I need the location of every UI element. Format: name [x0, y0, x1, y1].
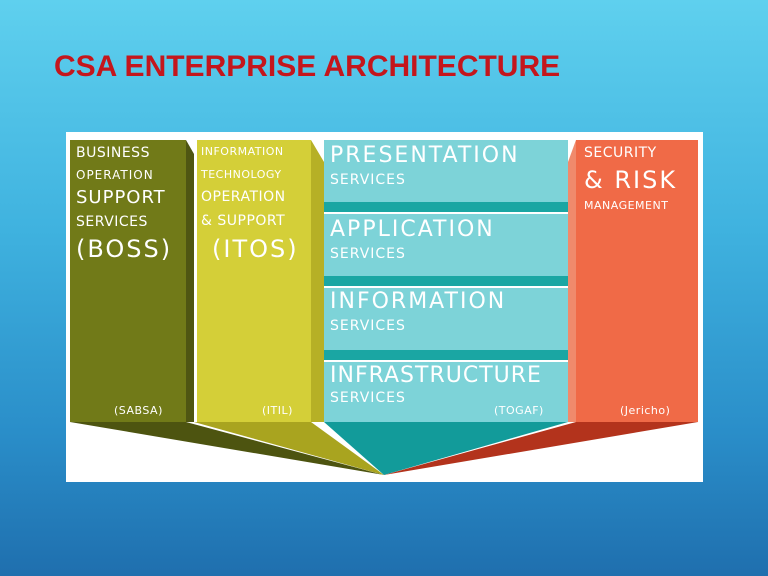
boss-line-3: SUPPORT — [76, 187, 166, 208]
slide-title: CSA ENTERPRISE ARCHITECTURE — [54, 50, 561, 83]
diagram-shapes — [70, 140, 698, 475]
boss-column — [70, 140, 186, 422]
boss-funnel — [70, 422, 384, 475]
boss-line-2: OPERATION — [76, 168, 154, 182]
itos-line-3: OPERATION — [201, 189, 286, 205]
information-block — [324, 288, 568, 350]
itos-side — [311, 140, 324, 422]
application-block — [324, 214, 568, 276]
security-side — [568, 140, 576, 422]
itos-line-5: (ITOS) — [212, 235, 299, 263]
infrastructure-title: INFRASTRUCTURE — [330, 363, 542, 388]
architecture-diagram: BUSINESS OPERATION SUPPORT SERVICES (BOS… — [66, 132, 703, 482]
itos-framework: (ITIL) — [262, 404, 293, 417]
itos-line-4: & SUPPORT — [201, 213, 286, 229]
presentation-sub: SERVICES — [330, 172, 406, 188]
presentation-block — [324, 140, 568, 202]
boss-framework: (SABSA) — [114, 404, 163, 417]
security-framework: (Jericho) — [620, 404, 671, 417]
presentation-shadow — [324, 202, 568, 212]
information-sub: SERVICES — [330, 318, 406, 334]
application-title: APPLICATION — [330, 217, 495, 242]
information-title: INFORMATION — [330, 289, 507, 314]
boss-line-1: BUSINESS — [76, 145, 150, 161]
services-funnel — [324, 422, 568, 475]
application-shadow — [324, 276, 568, 286]
application-sub: SERVICES — [330, 246, 406, 262]
itos-funnel — [194, 422, 384, 475]
services-framework: (TOGAF) — [494, 404, 544, 417]
boss-line-5: (BOSS) — [76, 235, 173, 263]
information-shadow — [324, 350, 568, 360]
security-funnel — [384, 422, 698, 475]
itos-line-1: INFORMATION — [201, 145, 284, 158]
security-line-2: & RISK — [584, 166, 678, 194]
security-line-1: SECURITY — [584, 145, 657, 161]
security-column — [576, 140, 698, 422]
security-line-3: MANAGEMENT — [584, 199, 669, 212]
itos-line-2: TECHNOLOGY — [201, 168, 282, 181]
itos-column — [197, 140, 311, 422]
presentation-title: PRESENTATION — [330, 143, 520, 168]
infrastructure-block — [324, 362, 568, 422]
infrastructure-sub: SERVICES — [330, 390, 406, 406]
boss-side — [186, 140, 194, 422]
boss-line-4: SERVICES — [76, 214, 148, 230]
